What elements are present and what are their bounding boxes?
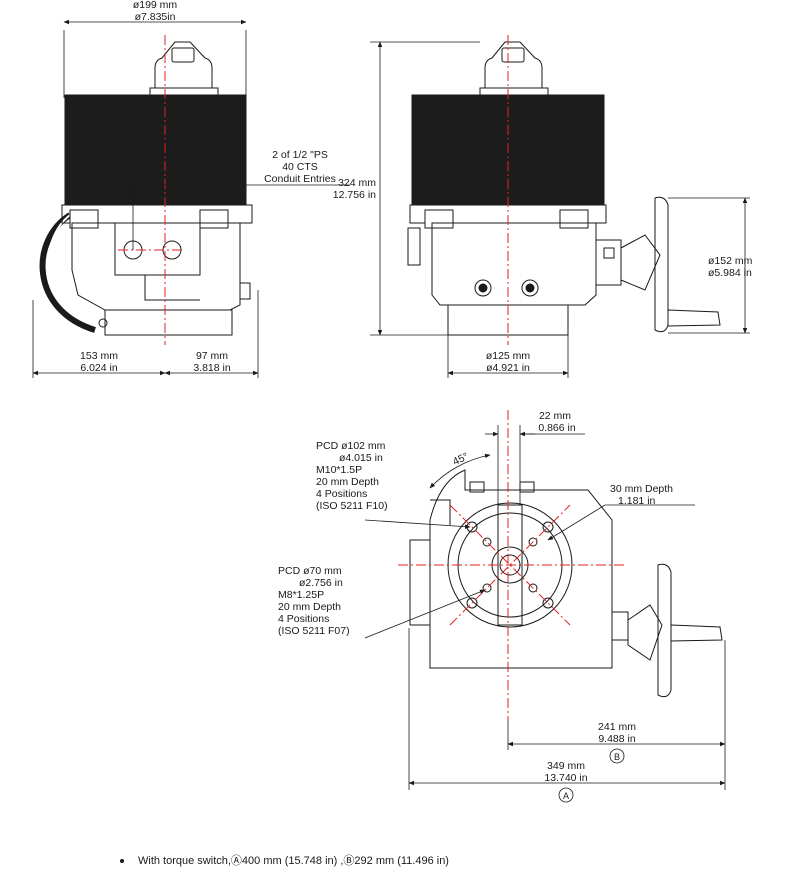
conduit-label-line3: Conduit Entries (264, 173, 336, 185)
right-width-in: 3.818 in (193, 362, 231, 374)
left-width-mm: 153 mm (80, 350, 118, 362)
offset-mm: 22 mm (539, 410, 571, 422)
dim-b-in: 9.488 in (598, 733, 636, 745)
depth-in: 1.181 in (618, 495, 656, 507)
dim-a-mm: 349 mm (547, 760, 585, 772)
conduit-label-line2: 40 CTS (282, 161, 318, 173)
top-diameter-in: ø7.835in (135, 11, 176, 23)
depth-mm: 30 mm Depth (610, 483, 673, 495)
pcd70-line6: (ISO 5211 F07) (278, 625, 350, 637)
base-diameter-in: ø4.921 in (486, 362, 530, 374)
right-width-mm: 97 mm (196, 350, 228, 362)
center-lines (118, 35, 625, 720)
front-view-left (39, 41, 253, 336)
handwheel-diameter-mm: ø152 mm (708, 255, 753, 267)
base-diameter-mm: ø125 mm (486, 350, 531, 362)
handwheel-diameter-in: ø5.984 in (708, 267, 752, 279)
pcd70-line3: M8*1.25P (278, 589, 324, 601)
pcd70-line2: ø2.756 in (299, 577, 343, 589)
dim-b-marker: B (614, 752, 620, 762)
torque-switch-text: With torque switch,Ⓐ400 mm (15.748 in) ,… (138, 855, 449, 867)
offset-in: 0.866 in (538, 422, 576, 434)
dim-a-in: 13.740 in (544, 772, 587, 784)
pcd70-line1: PCD ø70 mm (278, 565, 342, 577)
side-view-right (407, 41, 721, 336)
left-width-in: 6.024 in (80, 362, 118, 374)
pcd102-line1: PCD ø102 mm (316, 440, 386, 452)
pcd102-line2: ø4.015 in (339, 452, 383, 464)
conduit-label-line1: 2 of 1/2 "PS (272, 149, 328, 161)
dimension-lines (32, 19, 750, 803)
dimension-labels: ø199 mm ø7.835in 2 of 1/2 "PS 40 CTS Con… (80, 0, 753, 801)
pcd102-line5: 4 Positions (316, 488, 367, 500)
height-mm: 324 mm (338, 177, 376, 189)
torque-switch-note: With torque switch,Ⓐ400 mm (15.748 in) ,… (120, 852, 449, 868)
bottom-view (409, 469, 723, 698)
height-in: 12.756 in (333, 189, 376, 201)
angle-label: 45° (451, 450, 470, 468)
pcd70-line5: 4 Positions (278, 613, 329, 625)
dim-b-mm: 241 mm (598, 721, 636, 733)
pcd70-line4: 20 mm Depth (278, 601, 341, 613)
pcd102-line4: 20 mm Depth (316, 476, 379, 488)
pcd102-line6: (ISO 5211 F10) (316, 500, 388, 512)
dim-a-marker: A (563, 791, 569, 801)
pcd102-line3: M10*1.5P (316, 464, 362, 476)
bullet-icon (120, 859, 124, 864)
top-diameter-mm: ø199 mm (133, 0, 178, 11)
